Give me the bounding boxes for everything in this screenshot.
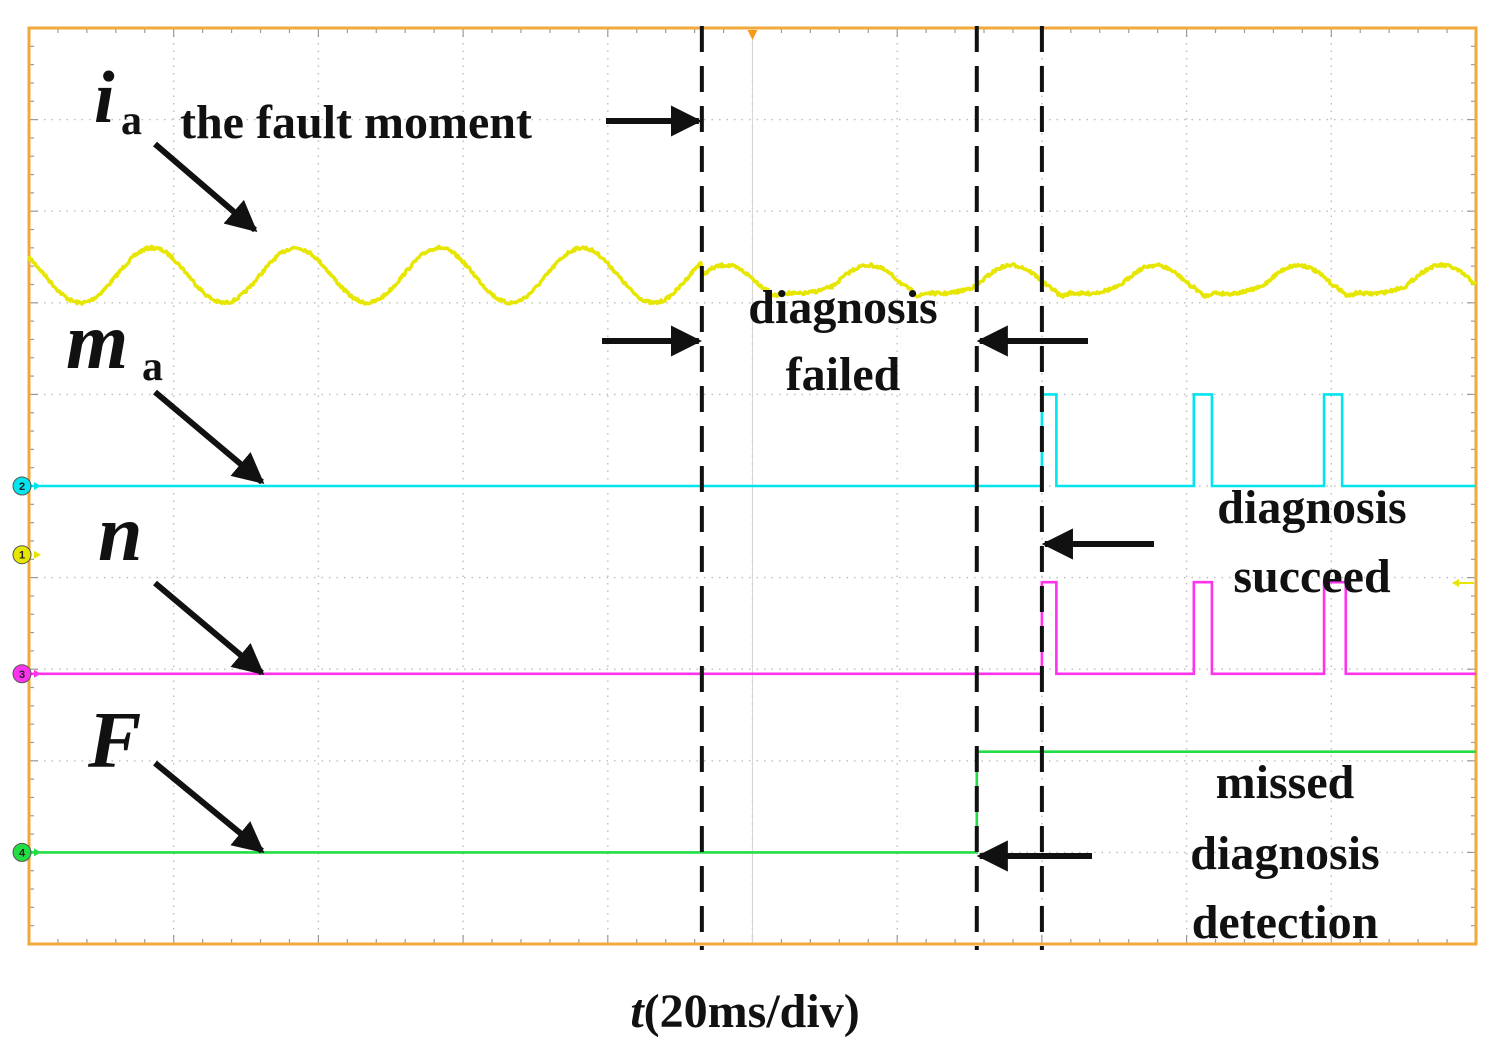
channel-pointer: [34, 482, 41, 490]
series-label-ma-subscript: a: [142, 344, 163, 390]
series-label-ma-symbol: m: [66, 298, 128, 386]
arrow-label-ma: [153, 389, 265, 485]
channel-badge-number: 4: [19, 847, 26, 859]
annotation-missed-line3: detection: [1192, 896, 1379, 949]
trace-n: [29, 580, 1476, 676]
arrow-label-ia: [153, 141, 258, 233]
trace-ia: [27, 244, 1478, 306]
trigger-level-marker: [1452, 579, 1459, 587]
series-label-n: n: [98, 490, 143, 578]
channel-badge-4: [12, 842, 32, 862]
series-label-F: F: [87, 697, 141, 785]
annotation-diagnosis-failed-line1: diagnosis: [748, 281, 937, 334]
marker-lines: [699, 26, 1044, 950]
annotation-arrows: [153, 105, 1154, 872]
arrow-label-n: [153, 580, 265, 676]
channel-badge-number: 3: [19, 669, 25, 681]
channel-pointer: [34, 848, 41, 857]
trace-ma: [29, 393, 1476, 488]
x-axis-label-unit: (20ms/div): [644, 985, 860, 1038]
x-axis-label-symbol: t: [630, 985, 645, 1038]
channel-badge-3: [12, 664, 32, 684]
channel-pointer: [34, 550, 41, 559]
channel-badge-1: [12, 545, 32, 565]
series-label-ia-symbol: i: [94, 57, 115, 139]
annotation-missed-line1: missed: [1216, 756, 1355, 809]
annotation-diagnosis-succeed-line2: succeed: [1233, 550, 1391, 603]
channel-markers: 2 1 3 4: [12, 476, 1474, 862]
annotation-missed-line2: diagnosis: [1190, 827, 1379, 880]
x-axis-label: t(20ms/div): [630, 985, 859, 1038]
annotation-diagnosis-succeed-line1: diagnosis: [1217, 481, 1406, 534]
arrow-label-F: [153, 760, 265, 854]
channel-badge-number: 2: [19, 481, 25, 493]
annotation-fault-moment: the fault moment: [180, 96, 532, 149]
channel-pointer: [34, 669, 41, 678]
series-label-ia-subscript: a: [121, 98, 142, 144]
annotation-diagnosis-failed-line2: failed: [786, 348, 901, 401]
channel-badge-2: [12, 476, 32, 496]
channel-badge-number: 1: [19, 550, 25, 562]
trigger-marker: [747, 30, 758, 40]
